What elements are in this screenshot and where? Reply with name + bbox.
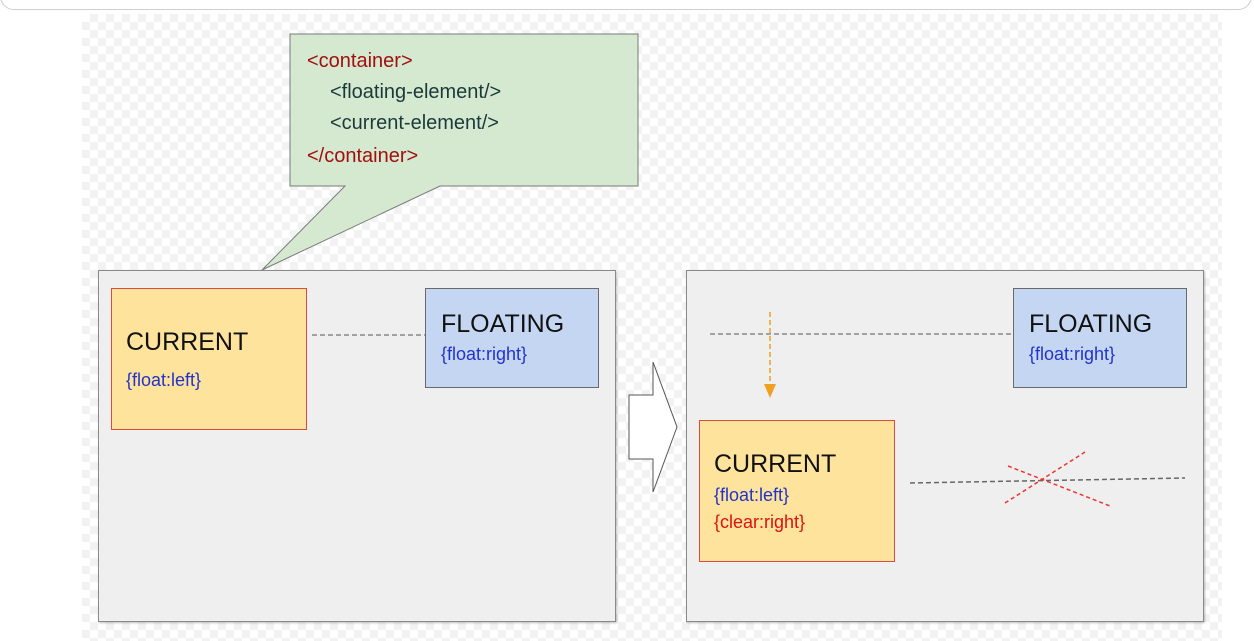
right-dashed-line-lower <box>909 477 1186 484</box>
right-current-prop-float: {float:left} <box>714 485 790 505</box>
right-current-title: CURRENT <box>714 450 837 478</box>
right-current-prop-clear: {clear:right} <box>714 512 806 532</box>
right-floating-prop: {float:right} <box>1029 344 1116 364</box>
transition-arrow-icon <box>628 361 678 493</box>
callout-line-open: <container> <box>307 50 413 72</box>
clear-move-arrowhead-icon <box>764 384 776 398</box>
left-current-box <box>111 288 307 430</box>
callout-bubble <box>261 33 639 271</box>
cross-mark-b <box>1007 465 1111 507</box>
left-current-prop: {float:left} <box>126 370 202 390</box>
cross-mark-a <box>1004 451 1086 504</box>
left-floating-prop: {float:right} <box>441 344 528 364</box>
right-floating-box <box>1013 288 1187 388</box>
callout-line-floating: <floating-element/> <box>330 81 502 103</box>
callout-line-current: <current-element/> <box>330 112 499 134</box>
right-current-box <box>699 420 895 562</box>
left-floating-title: FLOATING <box>441 310 565 338</box>
left-floating-box <box>425 288 599 388</box>
left-current-title: CURRENT <box>126 328 249 356</box>
right-floating-title: FLOATING <box>1029 310 1153 338</box>
callout-line-close: </container> <box>307 145 419 167</box>
